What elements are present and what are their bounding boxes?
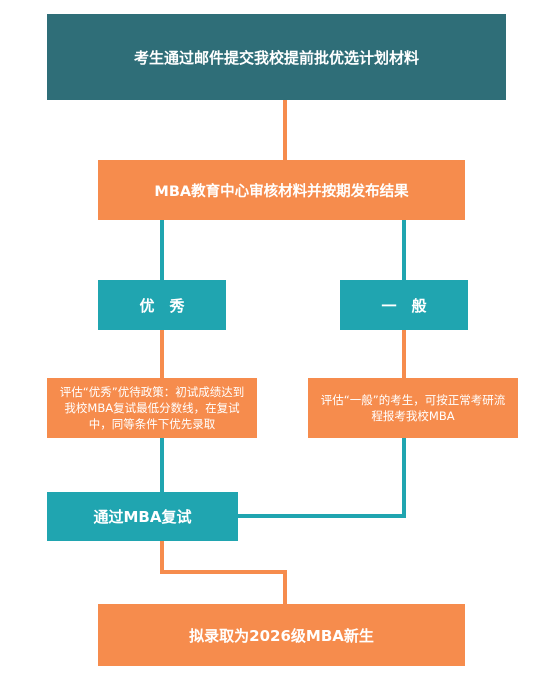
step-pass-retest-label: 通过MBA复试 (93, 508, 192, 526)
connector-pass-horizontal (160, 570, 286, 574)
policy-excellent: 评估“优秀”优待政策：初试成绩达到我校MBA复试最低分数线，在复试中，同等条件下… (47, 378, 257, 438)
result-excellent: 优 秀 (98, 280, 226, 330)
policy-general-text: 评估“一般”的考生，可按正常考研流程报考我校MBA (320, 393, 506, 423)
step-review-materials: MBA教育中心审核材料并按期发布结果 (98, 160, 465, 220)
connector-excellent-policy (160, 330, 164, 378)
connector-submit-review (283, 100, 287, 160)
step-review-label: MBA教育中心审核材料并按期发布结果 (154, 183, 409, 200)
connector-pass-admit (283, 570, 287, 604)
connector-pass-vertical (160, 541, 164, 571)
policy-excellent-text: 评估“优秀”优待政策：初试成绩达到我校MBA复试最低分数线，在复试中，同等条件下… (59, 385, 245, 431)
connector-general-policy (402, 330, 406, 378)
step-submit-materials: 考生通过邮件提交我校提前批优选计划材料 (47, 14, 506, 100)
policy-general: 评估“一般”的考生，可按正常考研流程报考我校MBA (308, 378, 518, 438)
result-general: 一 般 (340, 280, 468, 330)
connector-review-general (402, 220, 406, 280)
result-excellent-label: 优 秀 (139, 296, 185, 315)
step-admission-label: 拟录取为2026级MBA新生 (189, 626, 374, 645)
connector-general-policy-down (402, 438, 406, 516)
connector-review-excellent (160, 220, 164, 280)
step-admission: 拟录取为2026级MBA新生 (98, 604, 465, 666)
step-submit-label: 考生通过邮件提交我校提前批优选计划材料 (133, 48, 419, 67)
connector-policy-pass (160, 438, 164, 492)
connector-general-to-pass (238, 514, 406, 518)
result-general-label: 一 般 (381, 296, 427, 315)
step-pass-retest: 通过MBA复试 (47, 492, 238, 541)
